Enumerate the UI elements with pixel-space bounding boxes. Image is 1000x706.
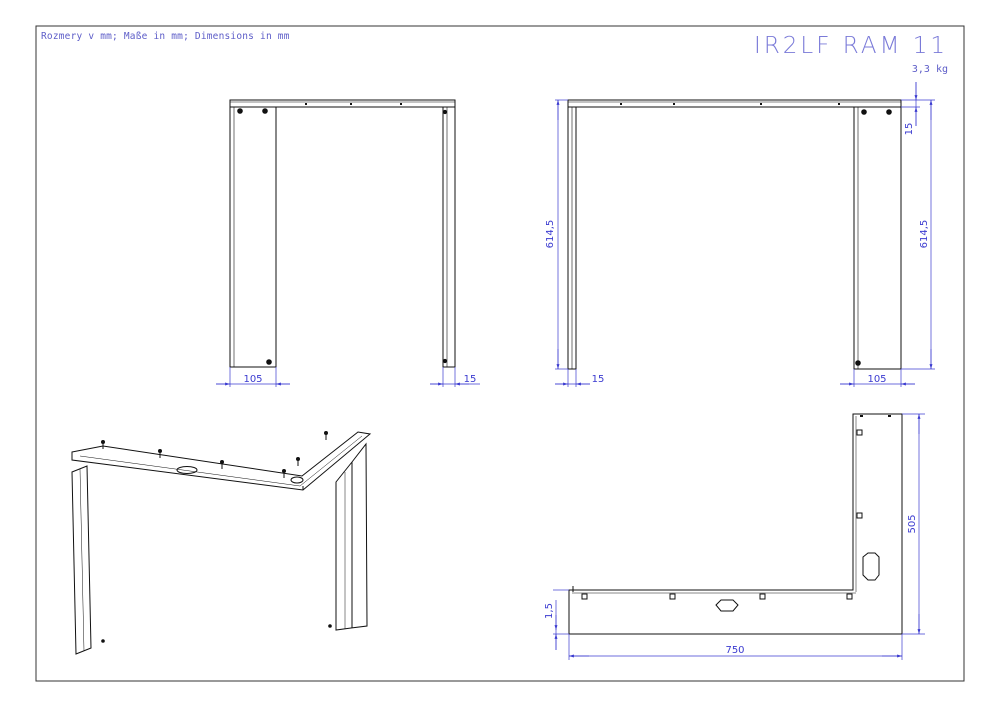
- front-view: [229, 99, 456, 368]
- dim-front-left-width: 105: [243, 374, 262, 385]
- dim-top-length: 750: [725, 645, 744, 656]
- dim-front-right-width: 15: [464, 374, 477, 385]
- dim-side-left-width: 15: [592, 374, 605, 385]
- front-dimensions: [216, 367, 480, 387]
- top-dimensions: [553, 413, 925, 660]
- side-view: [567, 99, 902, 370]
- drawing-title: IR2LF RAM 11: [754, 33, 948, 59]
- drawing-frame: [35, 25, 965, 682]
- dim-side-right-height: 614,5: [919, 220, 930, 249]
- isometric-view: [71, 431, 372, 655]
- dim-side-right-top: 15: [904, 123, 915, 136]
- weight-label: 3,3 kg: [911, 64, 948, 75]
- dim-top-thickness: 1,5: [544, 603, 555, 619]
- dim-side-left-height: 614,5: [545, 220, 556, 249]
- dim-side-right-width: 105: [867, 374, 886, 385]
- units-note: Rozmery v mm; Maße in mm; Dimensions in …: [41, 31, 290, 42]
- dim-top-depth: 505: [907, 514, 918, 533]
- side-dimensions: [555, 82, 935, 387]
- top-view: [568, 413, 903, 635]
